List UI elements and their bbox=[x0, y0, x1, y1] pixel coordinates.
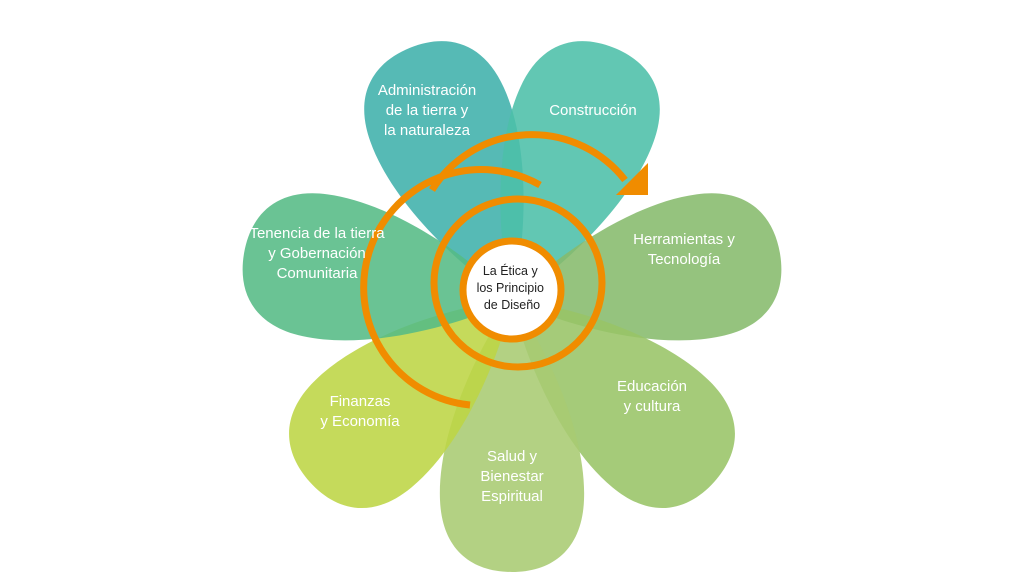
arrowhead-icon bbox=[616, 163, 648, 195]
center-label: La Ética y los Principio de Diseño bbox=[477, 263, 548, 312]
center-circle bbox=[459, 237, 565, 343]
outer-spiral-arc bbox=[360, 166, 542, 409]
spiral-rings bbox=[360, 131, 648, 409]
middle-ring bbox=[430, 195, 606, 371]
petal-construccion bbox=[500, 41, 660, 300]
petal-finanzas bbox=[289, 300, 512, 508]
petal-tenencia bbox=[242, 193, 512, 341]
petal-label-construccion: Construcción bbox=[549, 102, 637, 119]
petal-herramientas bbox=[512, 193, 782, 341]
outer-spiral-arrow-arc bbox=[429, 131, 628, 192]
